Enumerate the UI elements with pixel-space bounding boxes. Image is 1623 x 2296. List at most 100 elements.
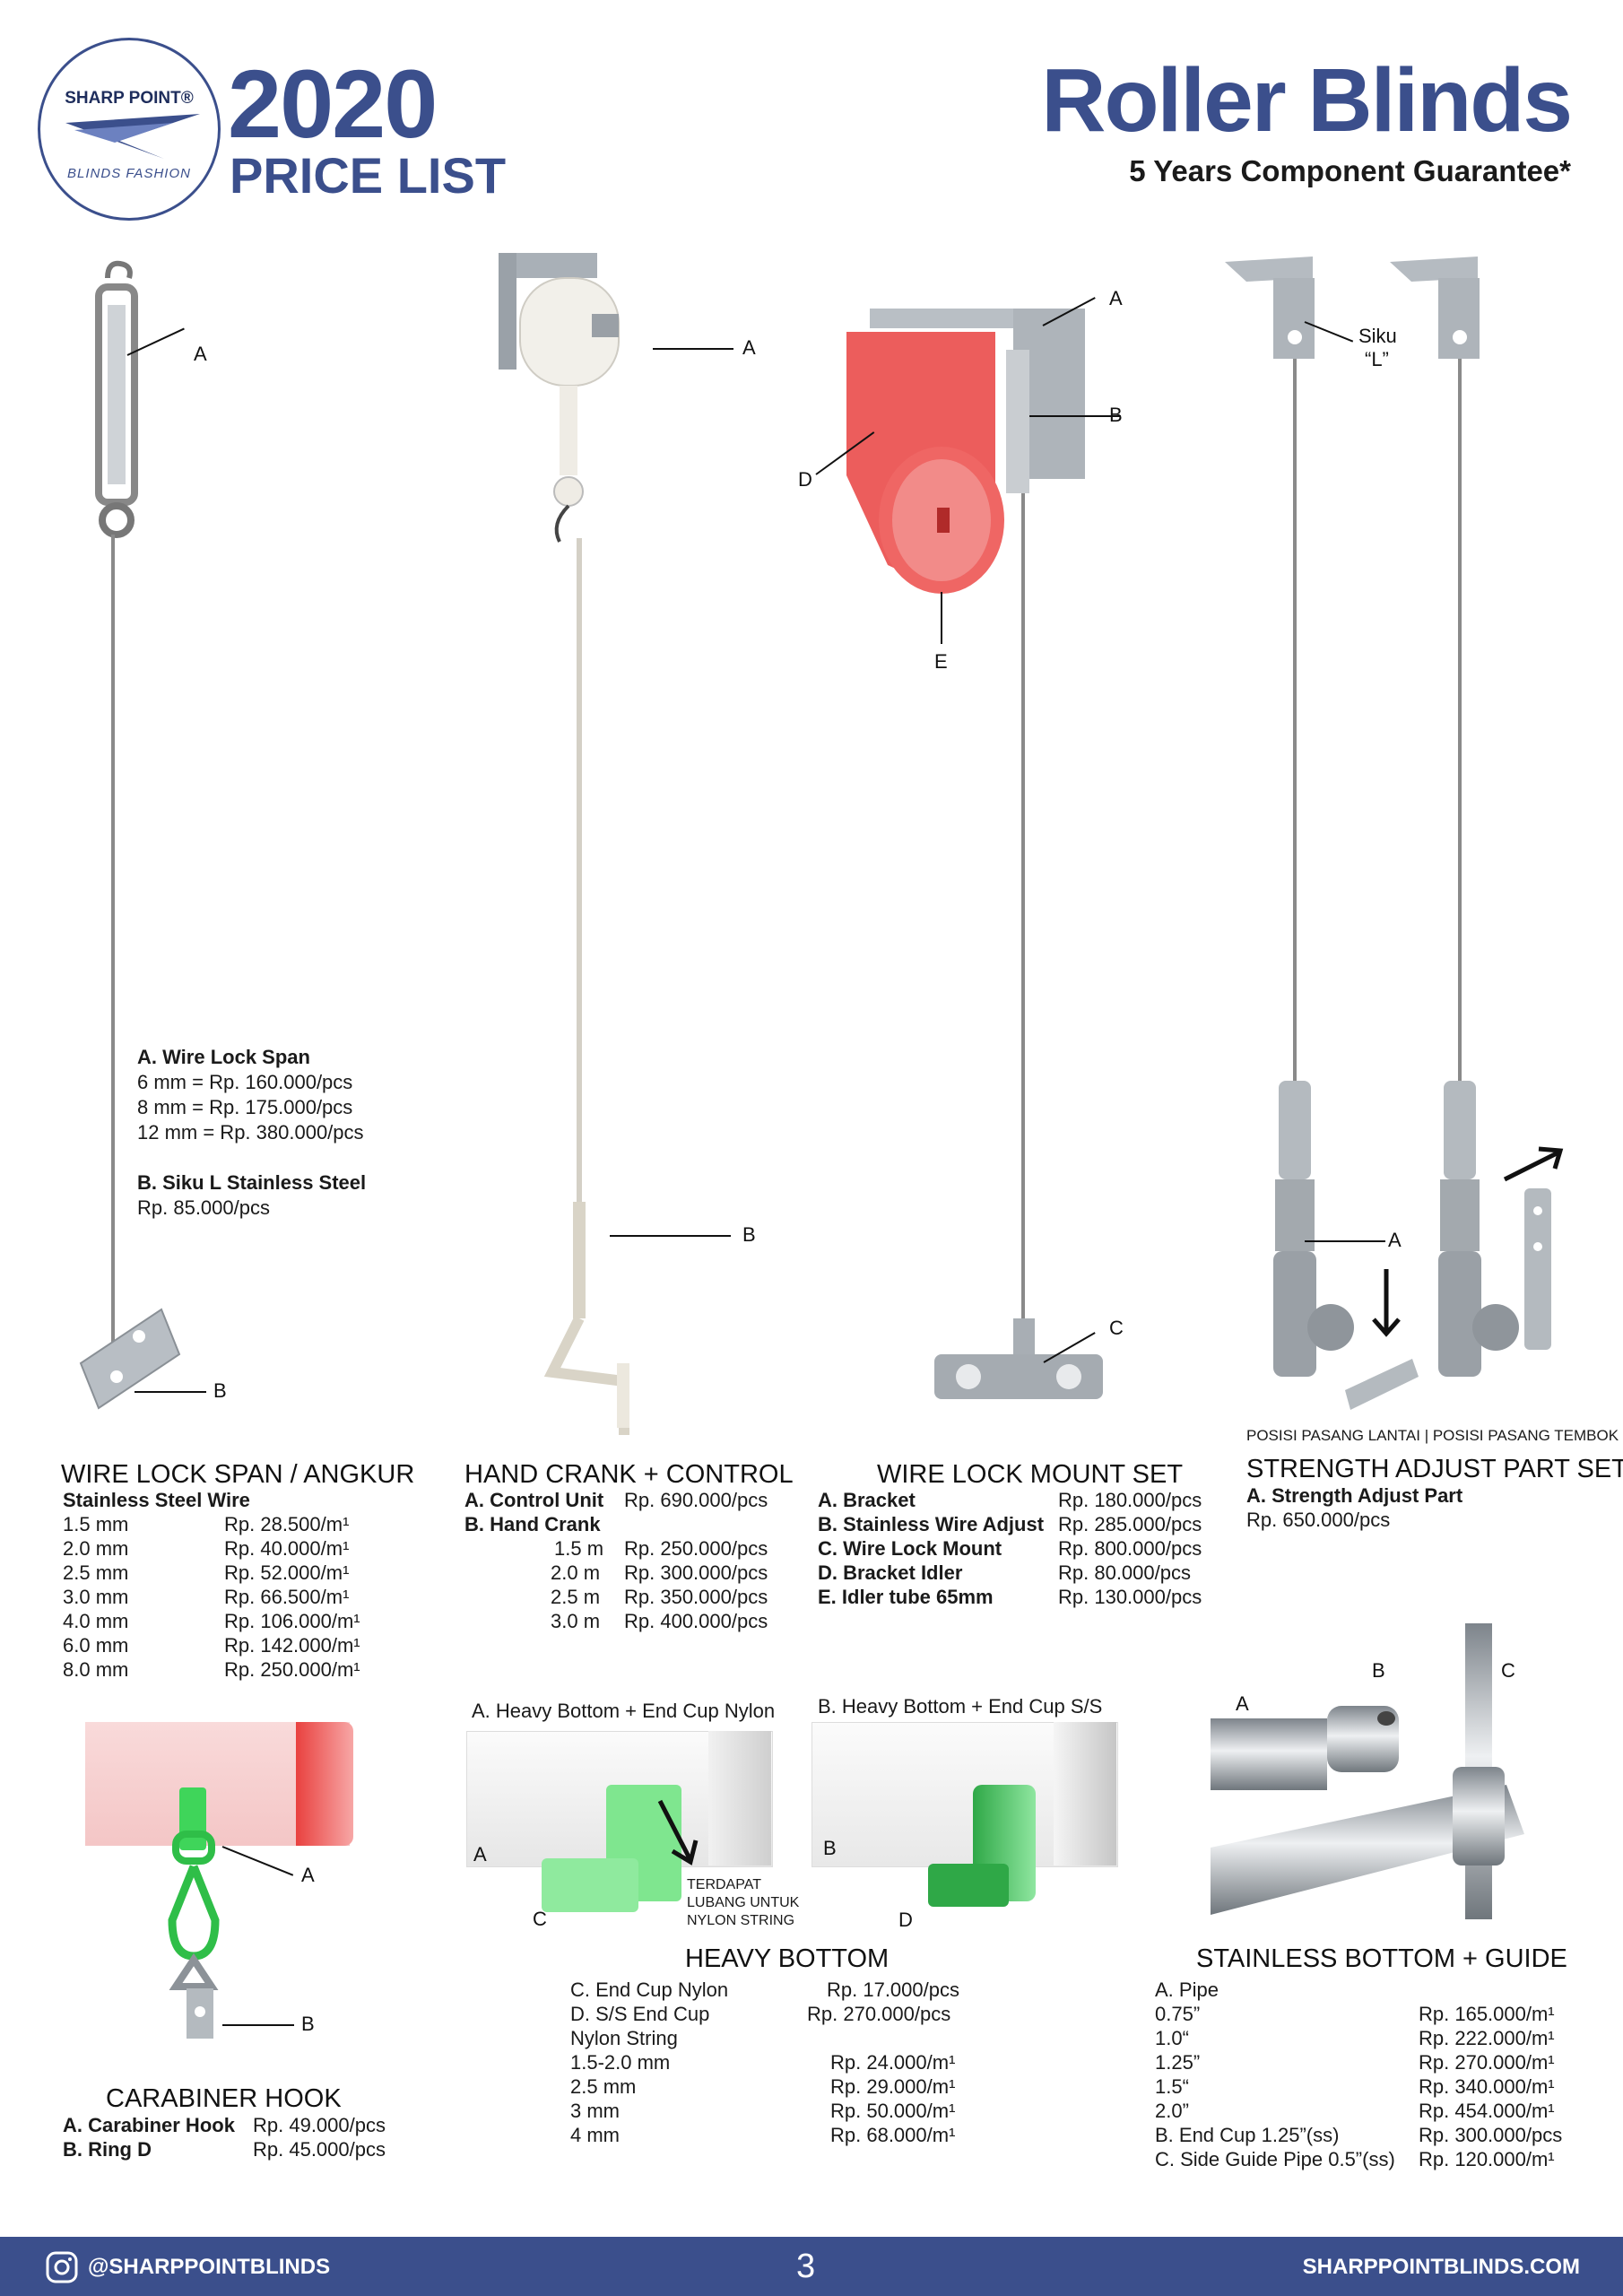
section-title-hand-crank: HAND CRANK + CONTROL [464, 1460, 794, 1489]
note-b-title: B. Siku L Stainless Steel [137, 1171, 367, 1194]
price-value: Rp. 454.000/m¹ [1419, 2100, 1555, 2122]
price-label: A. Control Unit [464, 1489, 604, 1511]
callout-a: A [194, 343, 207, 365]
heavy-bottom-a-label: A. Heavy Bottom + End Cup Nylon [472, 1700, 776, 1722]
note-line: LUBANG UNTUK [687, 1895, 800, 1910]
price-value: Rp. 250.000/m¹ [224, 1658, 360, 1681]
price-value: Rp. 28.500/m¹ [224, 1513, 350, 1535]
price-value: Rp. 68.000/m¹ [830, 2124, 956, 2146]
price-value: Rp. 180.000/pcs [1058, 1489, 1202, 1511]
price-label: 1.5“ [1155, 2075, 1189, 2098]
siku-l-label: “L” [1365, 348, 1389, 370]
price-label: 3.0 mm [63, 1586, 129, 1608]
note-a-line: 12 mm = Rp. 380.000/pcs [137, 1121, 364, 1144]
price-label: A. Bracket [818, 1489, 916, 1511]
price-value: Rp. 50.000/m¹ [830, 2100, 956, 2122]
callout-a: A [1109, 287, 1123, 309]
note-a-line: 6 mm = Rp. 160.000/pcs [137, 1071, 353, 1093]
callout-a: A [301, 1864, 315, 1886]
callout-e: E [934, 650, 948, 673]
price-label: B. Hand Crank [464, 1513, 601, 1535]
price-label: C. End Cup Nylon [570, 1979, 729, 2001]
price-label: 8.0 mm [63, 1658, 129, 1681]
instagram-icon[interactable] [45, 2250, 79, 2284]
price-value: Rp. 40.000/m¹ [224, 1537, 350, 1560]
price-value: Rp. 24.000/m¹ [830, 2051, 956, 2074]
price-label: 2.5 mm [570, 2075, 637, 2098]
price-value: Rp. 300.000/pcs [624, 1561, 768, 1584]
guarantee-subtitle: 5 Years Component Guarantee* [1129, 154, 1571, 187]
price-value: Rp. 49.000/pcs [253, 2114, 386, 2136]
price-value: Rp. 690.000/pcs [624, 1489, 768, 1511]
section-title-stainless-bottom: STAINLESS BOTTOM + GUIDE [1196, 1944, 1567, 1973]
price-list-year: 2020 [228, 49, 438, 158]
callout-d: D [898, 1909, 913, 1931]
section-title-wire-lock-span: WIRE LOCK SPAN / ANGKUR [61, 1460, 415, 1489]
price-label: 2.0 m [551, 1561, 601, 1584]
price-label: B. Stainless Wire Adjust [818, 1513, 1045, 1535]
price-value: Rp. 165.000/m¹ [1419, 2003, 1555, 2025]
price-value: Rp. 340.000/m¹ [1419, 2075, 1555, 2098]
price-value: Rp. 29.000/m¹ [830, 2075, 956, 2098]
price-label: B. End Cup 1.25”(ss) [1155, 2124, 1340, 2146]
heavy-bottom-nylon-cap [708, 1731, 771, 1866]
price-label: 6.0 mm [63, 1634, 129, 1657]
instagram-handle-link[interactable]: @SHARPPOINTBLINDS [88, 2255, 331, 2279]
callout-a: A [742, 336, 756, 359]
price-list-label: PRICE LIST [230, 147, 507, 204]
page-number: 3 [796, 2248, 816, 2285]
price-value: Rp. 350.000/pcs [624, 1586, 768, 1608]
price-label: 4 mm [570, 2124, 620, 2146]
wire-lock-mount-image [846, 309, 1103, 1399]
price-label: 4.0 mm [63, 1610, 129, 1632]
callout-c: C [533, 1908, 547, 1930]
mount-position-note: POSISI PASANG LANTAI | POSISI PASANG TEM… [1246, 1427, 1619, 1444]
callout-a: A [1388, 1229, 1402, 1251]
callout-b: B [1109, 404, 1123, 426]
price-value: Rp. 250.000/pcs [624, 1537, 768, 1560]
note-b-price: Rp. 85.000/pcs [137, 1196, 270, 1219]
callout-a: A [473, 1843, 487, 1866]
section-title-heavy-bottom: HEAVY BOTTOM [685, 1944, 890, 1973]
price-value: Rp. 120.000/m¹ [1419, 2148, 1555, 2170]
price-value: Rp. 222.000/m¹ [1419, 2027, 1555, 2049]
wire-lock-span-note: A. Wire Lock Span 6 mm = Rp. 160.000/pcs… [137, 1045, 366, 1221]
callout-b: B [742, 1223, 756, 1246]
price-label: 1.5-2.0 mm [570, 2051, 671, 2074]
callout-c: C [1109, 1317, 1124, 1339]
price-label: C. Wire Lock Mount [818, 1537, 1002, 1560]
price-value: Rp. 800.000/pcs [1058, 1537, 1202, 1560]
price-label: A. Carabiner Hook [63, 2114, 235, 2136]
price-value: Rp. 270.000/m¹ [1419, 2051, 1555, 2074]
price-label: 2.5 mm [63, 1561, 129, 1584]
note-line: NYLON STRING [687, 1913, 795, 1928]
price-value: Rp. 142.000/m¹ [224, 1634, 360, 1657]
callout-b: B [213, 1379, 227, 1402]
logo-sub-text: BLINDS FASHION [67, 166, 191, 181]
wire-lock-span-image [79, 260, 181, 1410]
price-value: Rp. 270.000/pcs [807, 2003, 951, 2025]
siku-label: Siku [1358, 325, 1397, 347]
price-label: 1.5 m [554, 1537, 604, 1560]
price-label: 3.0 m [551, 1610, 601, 1632]
price-label: 1.0“ [1155, 2027, 1189, 2049]
price-label: 3 mm [570, 2100, 620, 2122]
price-label: C. Side Guide Pipe 0.5”(ss) [1155, 2148, 1395, 2170]
brand-logo: SHARP POINT® BLINDS FASHION [38, 38, 221, 221]
heavy-bottom-ss-cap [1054, 1722, 1116, 1866]
section-title-wire-lock-mount: WIRE LOCK MOUNT SET [877, 1460, 1184, 1489]
price-label: 1.5 mm [63, 1513, 129, 1535]
strength-adjust-image [1225, 257, 1564, 1410]
website-link[interactable]: SHARPPOINTBLINDS.COM [1302, 2255, 1580, 2279]
section-subtitle: Stainless Steel Wire [63, 1489, 250, 1511]
callout-c: C [1501, 1659, 1515, 1682]
end-cup-ss-base [928, 1864, 1009, 1907]
price-value: Rp. 80.000/pcs [1058, 1561, 1191, 1584]
footer-bar: @SHARPPOINTBLINDS 3 SHARPPOINTBLINDS.COM [0, 2237, 1623, 2296]
callout-b: B [301, 2013, 315, 2035]
price-value: Rp. 52.000/m¹ [224, 1561, 350, 1584]
logo-brand-text: SHARP POINT® [65, 89, 194, 108]
heavy-bottom-b-label: B. Heavy Bottom + End Cup S/S [818, 1695, 1103, 1718]
note-line: TERDAPAT [687, 1877, 761, 1892]
note-a-line: 8 mm = Rp. 175.000/pcs [137, 1096, 353, 1118]
